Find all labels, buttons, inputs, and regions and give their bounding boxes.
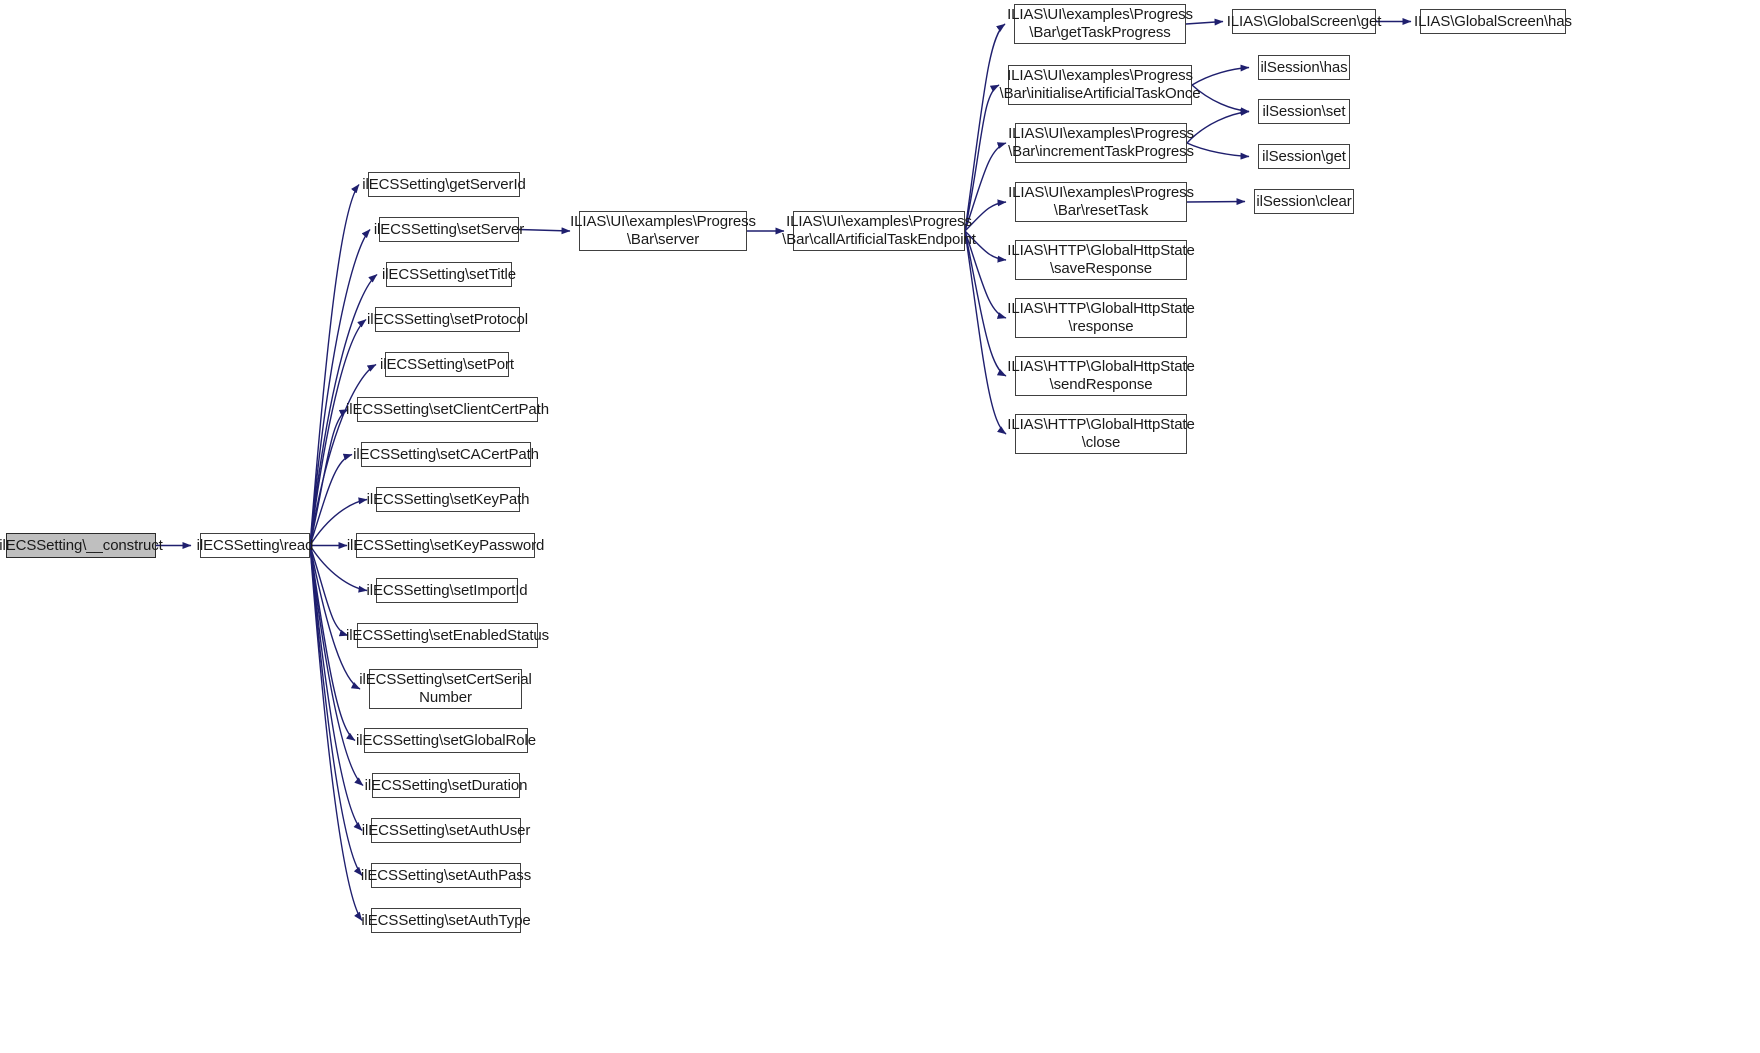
graph-node-label: ILIAS\UI\examples\Progress \Bar\getTaskP… — [1007, 6, 1193, 41]
graph-node-setImportId[interactable]: ilECSSetting\setImportId — [367, 578, 528, 603]
graph-node-sessHas[interactable]: ilSession\has — [1258, 55, 1350, 80]
graph-edge-callEndpoint-to-sendResponse — [964, 230, 1007, 377]
graph-node-construct[interactable]: ilECSSetting\__construct — [0, 533, 163, 558]
graph-edge-read-to-setAuthPass — [309, 545, 363, 876]
graph-node-label: ilSession\get — [1262, 147, 1346, 165]
graph-node-initialiseOnce[interactable]: ILIAS\UI\examples\Progress \Bar\initiali… — [1000, 65, 1201, 105]
graph-node-setClientCertPath[interactable]: ilECSSetting\setClientCertPath — [346, 397, 549, 422]
graph-node-setServer[interactable]: ilECSSetting\setServer — [374, 217, 524, 242]
graph-node-setKeyPassword[interactable]: ilECSSetting\setKeyPassword — [347, 533, 544, 558]
graph-node-label: ILIAS\HTTP\GlobalHttpState \sendResponse — [1007, 358, 1195, 393]
graph-node-label: ILIAS\UI\examples\Progress \Bar\callArti… — [782, 213, 976, 248]
graph-node-sessSet[interactable]: ilSession\set — [1258, 99, 1350, 124]
graph-node-label: ILIAS\GlobalScreen\has — [1414, 12, 1572, 30]
graph-node-label: ilECSSetting\read — [196, 536, 314, 554]
graph-node-read[interactable]: ilECSSetting\read — [197, 533, 313, 558]
graph-node-label: ilECSSetting\setPort — [380, 355, 514, 373]
graph-node-sessClear[interactable]: ilSession\clear — [1254, 189, 1354, 214]
graph-node-sendResponse[interactable]: ILIAS\HTTP\GlobalHttpState \sendResponse — [1007, 356, 1195, 396]
graph-node-gsGet[interactable]: ILIAS\GlobalScreen\get — [1227, 9, 1381, 34]
graph-node-setCACertPath[interactable]: ilECSSetting\setCACertPath — [353, 442, 539, 467]
graph-node-getTaskProgress[interactable]: ILIAS\UI\examples\Progress \Bar\getTaskP… — [1007, 4, 1193, 44]
graph-node-setAuthUser[interactable]: ilECSSetting\setAuthUser — [362, 818, 530, 843]
graph-node-setTitle[interactable]: ilECSSetting\setTitle — [382, 262, 516, 287]
graph-node-gsHas[interactable]: ILIAS\GlobalScreen\has — [1414, 9, 1572, 34]
graph-edge-callEndpoint-to-getTaskProgress — [964, 23, 1006, 232]
graph-node-setAuthPass[interactable]: ilECSSetting\setAuthPass — [361, 863, 531, 888]
graph-node-label: ilECSSetting\setTitle — [381, 265, 517, 283]
graph-node-setPort[interactable]: ilECSSetting\setPort — [380, 352, 514, 377]
graph-node-label: ilECSSetting\setImportId — [366, 581, 528, 599]
graph-node-label: ilECSSetting\setEnabledStatus — [345, 626, 550, 644]
graph-edge-read-to-setDuration — [309, 545, 364, 787]
graph-node-label: ilECSSetting\getServerId — [362, 175, 526, 193]
graph-node-close[interactable]: ILIAS\HTTP\GlobalHttpState \close — [1007, 414, 1195, 454]
graph-edge-read-to-setCertSerial — [309, 545, 361, 690]
graph-node-sessGet[interactable]: ilSession\get — [1258, 144, 1350, 169]
graph-node-setGlobalRole[interactable]: ilECSSetting\setGlobalRole — [356, 728, 536, 753]
graph-node-setAuthType[interactable]: ilECSSetting\setAuthType — [361, 908, 531, 933]
graph-node-label: ilSession\has — [1260, 58, 1348, 76]
graph-node-label: ilECSSetting\setCertSerial Number — [359, 671, 532, 706]
graph-node-label: ilECSSetting\setAuthUser — [361, 821, 531, 839]
graph-node-response[interactable]: ILIAS\HTTP\GlobalHttpState \response — [1007, 298, 1195, 338]
graph-node-label: ilSession\set — [1262, 102, 1346, 120]
graph-node-server[interactable]: ILIAS\UI\examples\Progress \Bar\server — [570, 211, 756, 251]
graph-edge-callEndpoint-to-initialiseOnce — [964, 84, 1000, 232]
graph-node-label: ILIAS\UI\examples\Progress \Bar\initiali… — [999, 67, 1201, 102]
graph-node-label: ilECSSetting\__construct — [0, 536, 163, 554]
graph-node-label: ILIAS\GlobalScreen\get — [1226, 12, 1382, 30]
graph-node-resetTask[interactable]: ILIAS\UI\examples\Progress \Bar\resetTas… — [1008, 182, 1194, 222]
graph-edge-read-to-setEnabledStatus — [309, 545, 349, 637]
graph-node-label: ILIAS\UI\examples\Progress \Bar\resetTas… — [1008, 184, 1194, 219]
graph-node-label: ilECSSetting\setCACertPath — [353, 445, 539, 463]
graph-edge-callEndpoint-to-close — [964, 230, 1007, 435]
graph-node-label: ilECSSetting\setKeyPassword — [346, 536, 545, 554]
graph-node-label: ilECSSetting\setProtocol — [367, 310, 529, 328]
graph-node-label: ILIAS\UI\examples\Progress \Bar\incremen… — [1008, 125, 1194, 160]
graph-edge-read-to-setCACertPath — [309, 453, 353, 546]
graph-node-label: ILIAS\HTTP\GlobalHttpState \saveResponse — [1007, 242, 1195, 277]
graph-node-setDuration[interactable]: ilECSSetting\setDuration — [365, 773, 527, 798]
graph-node-label: ilECSSetting\setClientCertPath — [346, 400, 549, 418]
graph-edge-read-to-setProtocol — [309, 318, 367, 546]
graph-node-label: ilECSSetting\setServer — [373, 220, 525, 238]
graph-node-setProtocol[interactable]: ilECSSetting\setProtocol — [367, 307, 528, 332]
graph-node-callEndpoint[interactable]: ILIAS\UI\examples\Progress \Bar\callArti… — [782, 211, 976, 251]
graph-edge-read-to-getServerId — [309, 184, 360, 546]
graph-node-setEnabledStatus[interactable]: ilECSSetting\setEnabledStatus — [346, 623, 549, 648]
graph-node-label: ILIAS\HTTP\GlobalHttpState \response — [1007, 300, 1195, 335]
graph-node-label: ilSession\clear — [1256, 192, 1352, 210]
graph-node-setCertSerial[interactable]: ilECSSetting\setCertSerial Number — [359, 669, 532, 709]
graph-node-label: ilECSSetting\setAuthPass — [360, 866, 532, 884]
graph-node-label: ilECSSetting\setGlobalRole — [356, 731, 536, 749]
graph-edge-read-to-setClientCertPath — [309, 408, 349, 546]
graph-node-label: ilECSSetting\setDuration — [364, 776, 528, 794]
graph-node-getServerId[interactable]: ilECSSetting\getServerId — [362, 172, 526, 197]
graph-node-label: ilECSSetting\setAuthType — [361, 911, 531, 929]
graph-node-label: ILIAS\HTTP\GlobalHttpState \close — [1007, 416, 1195, 451]
graph-node-saveResponse[interactable]: ILIAS\HTTP\GlobalHttpState \saveResponse — [1007, 240, 1195, 280]
graph-node-setKeyPath[interactable]: ilECSSetting\setKeyPath — [367, 487, 530, 512]
graph-node-label: ilECSSetting\setKeyPath — [366, 490, 530, 508]
graph-node-incrementTask[interactable]: ILIAS\UI\examples\Progress \Bar\incremen… — [1008, 123, 1194, 163]
graph-node-label: ILIAS\UI\examples\Progress \Bar\server — [570, 213, 756, 248]
